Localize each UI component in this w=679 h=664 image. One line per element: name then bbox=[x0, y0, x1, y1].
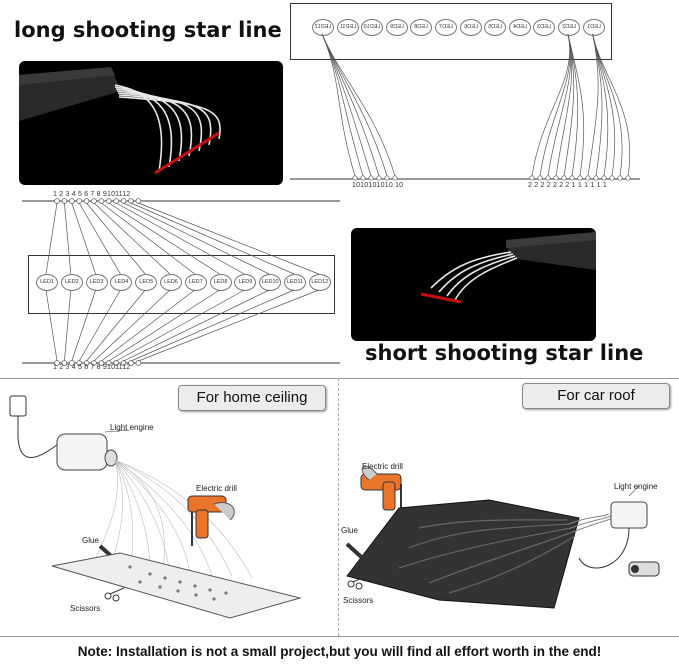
middle-led-1: LED1 bbox=[36, 274, 58, 291]
middle-led-8: LED8 bbox=[209, 274, 232, 291]
home-drill-label: Electric drill bbox=[196, 484, 237, 493]
home-ceiling-illustration bbox=[9, 395, 302, 619]
top-wire-diagram bbox=[290, 33, 640, 181]
car-drill-label: Electric drill bbox=[362, 462, 403, 471]
middle-led-panel bbox=[28, 255, 335, 314]
home-glue-label: Glue bbox=[82, 536, 99, 545]
middle-led-5: LED5 bbox=[135, 274, 158, 291]
short-line-photo bbox=[351, 228, 596, 341]
car-roof-button: For car roof bbox=[522, 383, 670, 409]
short-line-title: short shooting star line bbox=[365, 341, 644, 365]
middle-led-9: LED9 bbox=[234, 274, 257, 291]
top-led-panel bbox=[290, 3, 612, 60]
middle-led-7: LED7 bbox=[184, 274, 207, 291]
installation-note: Note: Installation is not a small projec… bbox=[77, 644, 602, 659]
car-scissors-label: Scissors bbox=[343, 596, 374, 605]
top-right-numbers: 2 2 2 2 2 2 2 1 1 1 1 1 1 bbox=[528, 182, 607, 189]
home-light-engine-label: Light engine bbox=[110, 423, 154, 432]
home-scissors-label: Scissors bbox=[70, 604, 101, 613]
middle-wire-diagram bbox=[22, 198, 340, 366]
bottom-divider bbox=[0, 378, 679, 379]
top-left-numbers: 1010101010 10 bbox=[352, 182, 404, 189]
middle-led-4: LED4 bbox=[110, 274, 133, 291]
middle-led-2: LED2 bbox=[60, 274, 83, 291]
middle-led-6: LED6 bbox=[160, 274, 182, 291]
car-glue-label: Glue bbox=[341, 526, 358, 535]
bottom-vertical-divider bbox=[338, 378, 340, 636]
middle-bottom-numbers: 1 2 3 4 5 6 7 8 9101112 bbox=[53, 364, 131, 371]
short-line-photo-drawing bbox=[420, 232, 596, 304]
home-ceiling-button: For home ceiling bbox=[178, 385, 326, 411]
car-roof-illustration bbox=[345, 466, 660, 609]
middle-led-3: LED3 bbox=[85, 274, 108, 291]
long-line-photo-drawing bbox=[19, 67, 221, 175]
middle-top-numbers: 1 2 3 4 5 6 7 8 9101112 bbox=[53, 191, 131, 198]
car-light-engine-label: Light engine bbox=[614, 482, 658, 491]
middle-led-12: LED12 bbox=[308, 274, 331, 291]
long-line-title: long shooting star line bbox=[14, 18, 282, 42]
note-divider bbox=[0, 636, 679, 637]
middle-led-11: LED11 bbox=[284, 274, 306, 291]
middle-led-10: LED10 bbox=[259, 274, 282, 291]
long-line-photo bbox=[19, 61, 283, 185]
